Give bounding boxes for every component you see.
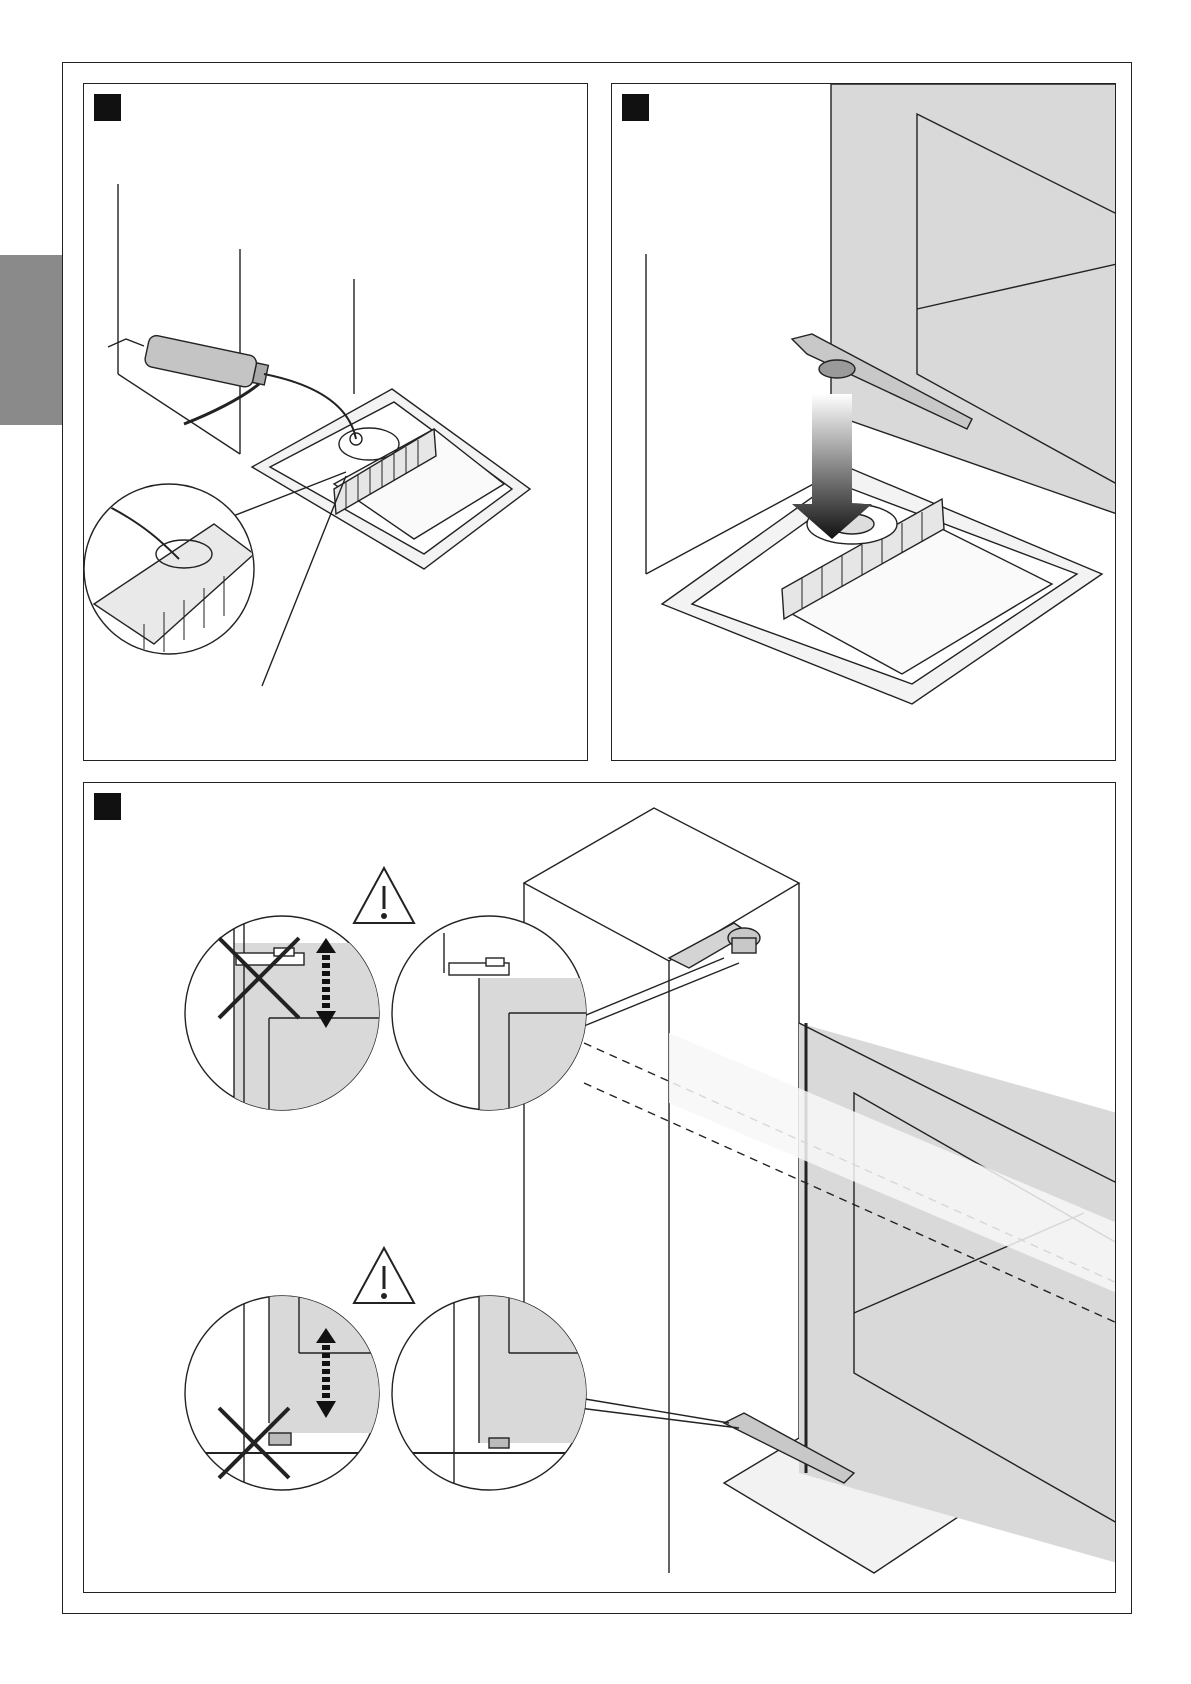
step-2-panel (611, 83, 1116, 761)
step-1-panel (83, 83, 588, 761)
section-tab (0, 255, 62, 425)
step-2-illustration (612, 84, 1116, 761)
warning-icon (354, 1248, 414, 1303)
warning-icon (354, 868, 414, 923)
step-3-panel (83, 782, 1116, 1593)
step-1-illustration (84, 84, 588, 761)
step-3-illustration (84, 783, 1116, 1593)
